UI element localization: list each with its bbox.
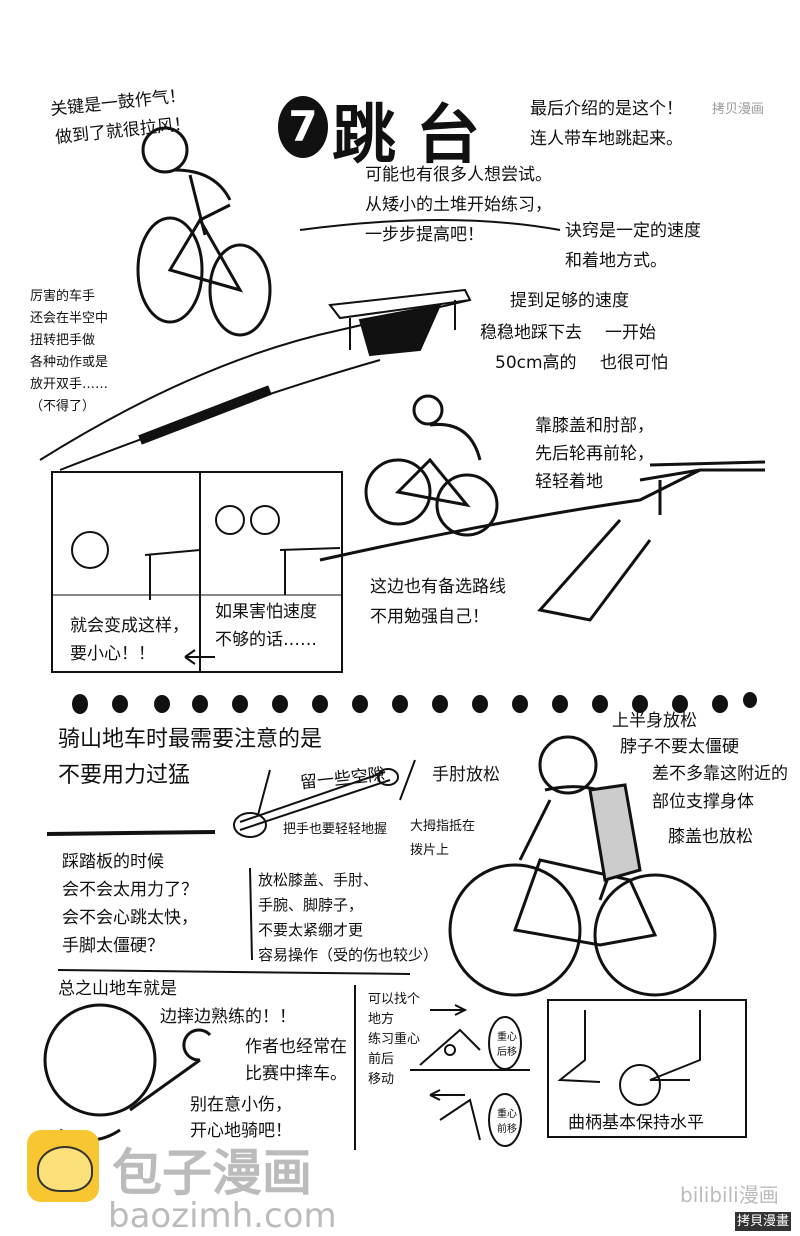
comic-panels — [51, 471, 343, 673]
title-number: 7 — [278, 96, 328, 158]
divider-lines — [46, 830, 411, 1150]
trick-line-2: 和着地方式。 — [565, 251, 667, 271]
bun-icon — [37, 1146, 93, 1192]
knee-label: 膝盖也放松 — [668, 827, 753, 847]
practice-drawings — [410, 999, 747, 1147]
section2-heading-1: 骑山地车时最需要注意的是 — [58, 727, 323, 752]
dot-divider — [72, 692, 757, 714]
callout-speed: 提到足够的速度 — [510, 291, 629, 311]
intro-line-2: 连人带车地跳起来。 — [530, 129, 683, 149]
credit-watermark: 拷贝漫画 — [712, 102, 765, 117]
page-title: 跳台 — [332, 99, 500, 173]
support-label: 差不多靠这附近的 部位支撑身体 — [652, 764, 788, 812]
upper-body-label: 上半身放松 — [612, 711, 697, 731]
copy-watermark: 拷貝漫畫 — [735, 1212, 792, 1231]
relax-advice: 放松膝盖、手肘、 手腕、脚脖子， 不要太紧绷才更 容易操作（受的伤也较少） — [258, 871, 439, 964]
ramp-drawing — [39, 219, 561, 471]
bili-watermark: bilibili漫画 — [680, 1183, 779, 1207]
practice-text: 可以找个 地方 练习重心 前后 移动 — [368, 992, 421, 1087]
handlebar-drawing — [233, 759, 416, 838]
cheer-text: 别在意小伤， 开心地骑吧！ — [190, 1095, 292, 1141]
neck-label: 脖子不要太僵硬 — [620, 737, 739, 757]
callout-at-first: 一开始 — [605, 323, 656, 343]
summary-line-2: 边摔边熟练的！！ — [160, 1007, 296, 1027]
grip-label: 把手也要轻轻地握 — [283, 822, 388, 837]
trick-line-1: 诀窍是一定的速度 — [565, 221, 701, 241]
pedal-question: 踩踏板的时候 会不会太用力了？ 会不会心跳太快， 手脚太僵硬？ — [62, 852, 198, 956]
weight-back: 重心 后移 — [497, 1032, 517, 1058]
summary-line-1: 总之山地车就是 — [58, 979, 177, 999]
section2-heading-2: 不要用力过猛 — [58, 763, 191, 788]
try-line-2: 从矮小的土堆开始练习， — [365, 195, 552, 215]
weight-front: 重心 前移 — [497, 1109, 517, 1135]
callout-pedal: 稳稳地踩下去 — [480, 323, 582, 343]
alt-route-text: 这边也有备选路线 不用勉强自己！ — [370, 577, 506, 627]
elbow-label: 手肘放松 — [432, 765, 500, 785]
intro-line-1: 最后介绍的是这个！ — [530, 99, 683, 119]
callout-50cm: 50cm高的 — [495, 353, 577, 373]
author-note: 作者也经常在 比赛中摔车。 — [245, 1037, 347, 1084]
jumping-bike-drawing — [136, 126, 272, 337]
landing-bike-drawing — [319, 394, 766, 622]
landing-text: 靠膝盖和肘部， 先后轮再前轮， 轻轻着地 — [535, 416, 654, 492]
relaxed-rider-drawing — [448, 735, 717, 997]
panel-a-text: 就会变成这样， 要小心！！ — [70, 616, 189, 664]
try-line-1: 可能也有很多人想尝试。 — [365, 165, 552, 185]
brand-watermark: 包子漫画 — [112, 1144, 312, 1202]
try-line-3: 一步步提高吧！ — [365, 225, 484, 245]
riders-text: 厉害的车手 还会在半空中 扭转把手做 各种动作或是 放开双手…… （不得了） — [30, 289, 109, 414]
baozi-logo — [27, 1130, 99, 1202]
thumb-label: 大拇指抵在 拨片上 — [410, 819, 476, 858]
crank-label: 曲柄基本保持水平 — [568, 1113, 704, 1133]
brand-url: baozimh.com — [108, 1196, 337, 1236]
panel-b-text: 如果害怕速度 不够的话…… — [215, 602, 317, 650]
callout-scary: 也很可怕 — [600, 353, 668, 373]
